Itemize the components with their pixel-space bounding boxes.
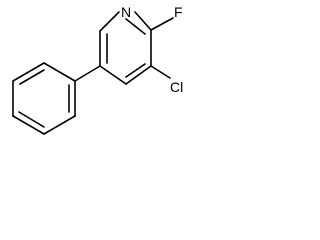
double-bond-ph3-ph4 [18,111,45,128]
bond-ph3-ph4 [12,115,45,135]
double-bond-ph5-ph6 [19,69,45,85]
bond-n1-c2 [134,11,152,31]
bond-c3-c4 [125,65,152,85]
bond-c4-c5 [99,65,127,85]
structure-canvas: N F Cl [0,0,222,154]
bond-c2-f [150,17,174,31]
bond-ph6-ph1 [43,62,76,82]
nitrogen-atom-label: N [121,4,131,20]
molecule-structure: N F Cl [12,4,183,135]
double-bond-n1-c2 [125,18,146,35]
bonds [12,11,174,135]
bond-c3-cl [150,65,171,79]
chlorine-atom-label: Cl [170,79,183,95]
double-bond-c3-c4 [125,63,146,78]
bond-ph5-ph6 [12,62,45,82]
bond-n1-c6 [99,11,120,32]
bond-ph2-ph3 [43,115,76,135]
bond-c5-phenyl [74,65,101,82]
fluorine-atom-label: F [174,4,183,20]
